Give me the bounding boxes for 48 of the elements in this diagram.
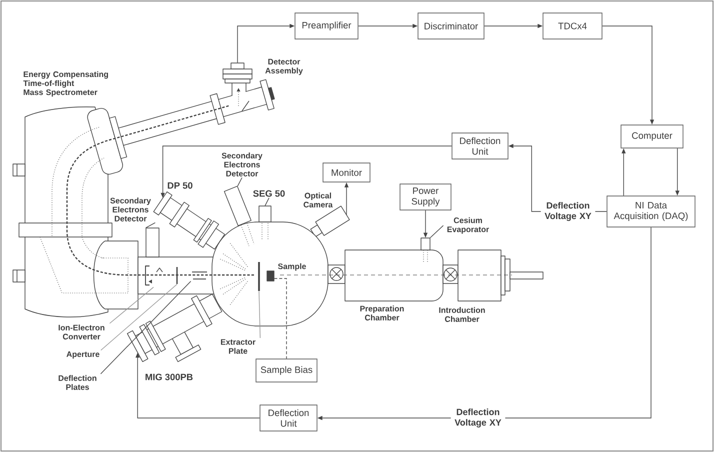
part-label: Optical Camera bbox=[304, 192, 333, 208]
leader-line bbox=[109, 286, 154, 324]
leader-line bbox=[237, 177, 242, 186]
part-label: Introduction Chamber bbox=[439, 307, 485, 322]
part-label: DP 50 bbox=[168, 182, 192, 189]
leader-line bbox=[100, 284, 178, 351]
converter-symbol bbox=[145, 266, 163, 286]
block-box: Deflection Unit bbox=[452, 132, 508, 160]
part-label: MIG 300PB bbox=[146, 374, 193, 380]
part-label: Deflection Plates bbox=[58, 375, 96, 390]
camera bbox=[310, 206, 350, 238]
edge-label: Deflection Voltage XY bbox=[540, 200, 596, 222]
part-label: Detector Assembly bbox=[265, 58, 303, 76]
block-box: TDCx4 bbox=[542, 12, 602, 40]
part-label: SEG 50 bbox=[253, 190, 285, 197]
leader-line bbox=[100, 280, 192, 374]
evaporator bbox=[420, 238, 430, 250]
part-label: Sample bbox=[278, 263, 306, 271]
block-box: Sample Bias bbox=[256, 358, 318, 382]
block-box: Deflection Unit bbox=[260, 404, 318, 432]
leader-line bbox=[264, 198, 270, 206]
part-label: Ion-Electron Converter bbox=[58, 324, 104, 340]
part-label: Secondary Electrons Detector bbox=[222, 152, 262, 176]
port-tube bbox=[153, 191, 225, 250]
block-box: NI Data Acquisition (DAQ) bbox=[606, 196, 696, 228]
leader-line bbox=[145, 222, 156, 228]
edge-label: Deflection Voltage XY bbox=[450, 407, 506, 429]
detector-flange bbox=[222, 62, 252, 84]
part-label: Aperture bbox=[66, 351, 100, 359]
detector-tube bbox=[224, 186, 252, 226]
detector-port bbox=[146, 228, 160, 258]
block-box: Discriminator bbox=[418, 12, 484, 40]
block-box: Preamplifier bbox=[294, 12, 358, 40]
connector-line bbox=[274, 278, 287, 359]
block-box: Computer bbox=[620, 124, 684, 148]
leader-line bbox=[258, 290, 261, 338]
sample-block bbox=[266, 270, 274, 282]
part-label: Energy Compensating Time-of-flight Mass Spectrometer bbox=[23, 71, 108, 97]
leader-line bbox=[430, 225, 444, 238]
block-box: Monitor bbox=[322, 162, 370, 182]
part-label: Secondary Electrons Detector bbox=[110, 198, 151, 222]
deflection-plates bbox=[192, 272, 208, 280]
part-label: Preparation Chamber bbox=[360, 306, 404, 320]
port-tube bbox=[126, 294, 222, 362]
block-box: Power Supply bbox=[400, 184, 452, 210]
part-label: Cesium Evaporator bbox=[447, 217, 489, 234]
port-stub bbox=[258, 206, 272, 222]
part-label: Extractor Plate bbox=[220, 339, 256, 354]
